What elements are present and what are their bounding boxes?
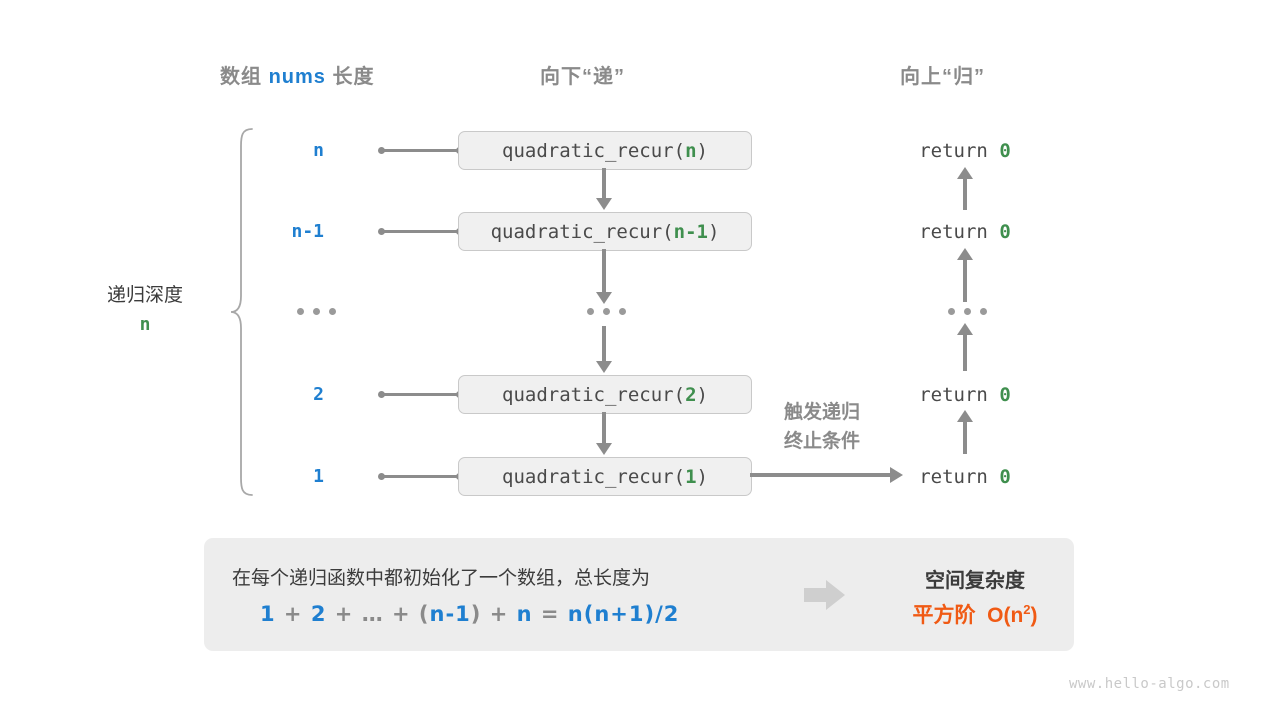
formula-token-0: 1 [260, 602, 276, 626]
formula-token-2: 2 [310, 602, 327, 626]
header-array-prefix: 数组 [220, 66, 269, 88]
formula-token-10: n [516, 602, 533, 626]
call-box-row-5[interactable]: quadratic_recur(1) [458, 457, 752, 496]
formula-token-1: + [275, 602, 311, 626]
summary-panel: 在每个递归函数中都初始化了一个数组，总长度为 1 + 2 + … + (n-1)… [204, 538, 1074, 651]
call-box-row-2-arg: n-1 [673, 220, 708, 243]
call-box-row-1-close: ) [696, 139, 708, 162]
formula-token-4: … [361, 602, 384, 626]
call-box-row-5-close: ) [696, 465, 708, 488]
trigger-termination-note: 触发递归 终止条件 [762, 398, 882, 457]
return-ellipsis-icon [948, 308, 987, 315]
return-row-5-value: 0 [999, 466, 1011, 488]
call-box-row-1-name: quadratic_recur( [502, 139, 686, 162]
array-size-row-2: n-1 [291, 221, 324, 242]
call-box-row-2-name: quadratic_recur( [490, 220, 674, 243]
connector-row-4 [378, 391, 463, 398]
summary-result-order: 平方阶 [912, 604, 976, 627]
return-row-4-keyword: return [919, 384, 1000, 406]
formula-token-3: + [326, 602, 362, 626]
summary-result-notation: O(n [987, 604, 1024, 627]
call-box-row-1[interactable]: quadratic_recur(n) [458, 131, 752, 170]
return-row-1-value: 0 [999, 140, 1011, 162]
formula-token-12: n(n+1)/2 [567, 602, 680, 626]
header-descend: 向下“递” [540, 66, 625, 88]
formula-token-8: ) [470, 602, 482, 626]
down-arrow-4-to-5 [596, 412, 612, 455]
up-arrow-dots-to-2 [957, 248, 973, 302]
summary-result-block: 空间复杂度 平方阶 O(n2) [876, 564, 1074, 634]
up-arrow-5-to-4 [957, 410, 973, 454]
trigger-note-line-1: 触发递归 [783, 402, 860, 423]
connector-row-2 [378, 228, 463, 235]
summary-result-value: 平方阶 O(n2) [876, 598, 1074, 634]
call-box-row-1-arg: n [685, 139, 697, 162]
return-row-4: return 0 [885, 384, 1045, 406]
depth-brace-icon [228, 126, 256, 503]
down-arrow-dots-to-4 [596, 326, 612, 373]
call-box-row-5-name: quadratic_recur( [502, 465, 686, 488]
call-chain-ellipsis-icon [587, 308, 626, 315]
summary-result-exponent: 2 [1023, 602, 1031, 617]
return-row-2-keyword: return [919, 221, 1000, 243]
recursion-depth-label: 递归深度 n [90, 282, 200, 338]
connector-row-1 [378, 147, 463, 154]
summary-result-title: 空间复杂度 [925, 570, 1025, 592]
array-size-row-1: n [313, 140, 324, 161]
summary-implies-arrow-icon [804, 580, 846, 610]
formula-token-5: + [383, 602, 419, 626]
array-size-row-4: 2 [313, 384, 324, 405]
call-box-row-2-close: ) [707, 220, 720, 243]
formula-token-7: n-1 [429, 602, 471, 626]
array-size-ellipsis-icon [297, 308, 336, 315]
summary-sentence: 在每个递归函数中都初始化了一个数组，总长度为 [232, 568, 651, 589]
call-box-row-4-arg: 2 [685, 383, 697, 406]
return-row-1: return 0 [885, 140, 1045, 162]
recursion-depth-value: n [139, 313, 151, 335]
return-row-4-value: 0 [999, 384, 1011, 406]
summary-result-notation-close: ) [1030, 604, 1038, 627]
call-box-row-2[interactable]: quadratic_recur(n-1) [458, 212, 752, 251]
formula-token-6: ( [418, 602, 430, 626]
recursion-depth-title: 递归深度 [106, 285, 183, 306]
header-array-suffix: 长度 [325, 66, 375, 88]
call-box-row-4-name: quadratic_recur( [502, 383, 686, 406]
summary-formula: 1 + 2 + … + (n-1) + n = n(n+1)/2 [232, 602, 679, 626]
header-array-nums: nums [268, 66, 326, 88]
down-arrow-2-to-dots [596, 249, 612, 304]
connector-row-5 [378, 473, 463, 480]
return-row-1-keyword: return [919, 140, 1000, 162]
trigger-note-line-2: 终止条件 [783, 431, 860, 453]
summary-left-block: 在每个递归函数中都初始化了一个数组，总长度为 1 + 2 + … + (n-1)… [232, 538, 679, 651]
return-row-5: return 0 [885, 466, 1045, 488]
up-arrow-4-to-dots [957, 323, 973, 371]
call-box-row-4-close: ) [696, 383, 708, 406]
return-row-2-value: 0 [999, 221, 1011, 243]
up-arrow-2-to-1 [957, 167, 973, 210]
return-row-2: return 0 [885, 221, 1045, 243]
array-size-row-5: 1 [313, 466, 324, 487]
header-array-length: 数组 nums 长度 [220, 60, 374, 89]
formula-token-11: = [532, 602, 568, 626]
header-ascend: 向上“归” [900, 66, 985, 88]
watermark: www.hello-algo.com [1069, 676, 1230, 692]
base-case-to-return-arrow [750, 467, 903, 483]
call-box-row-5-arg: 1 [685, 465, 697, 488]
call-box-row-4[interactable]: quadratic_recur(2) [458, 375, 752, 414]
down-arrow-1-to-2 [596, 168, 612, 210]
return-row-5-keyword: return [919, 466, 1000, 488]
formula-token-9: + [481, 602, 517, 626]
